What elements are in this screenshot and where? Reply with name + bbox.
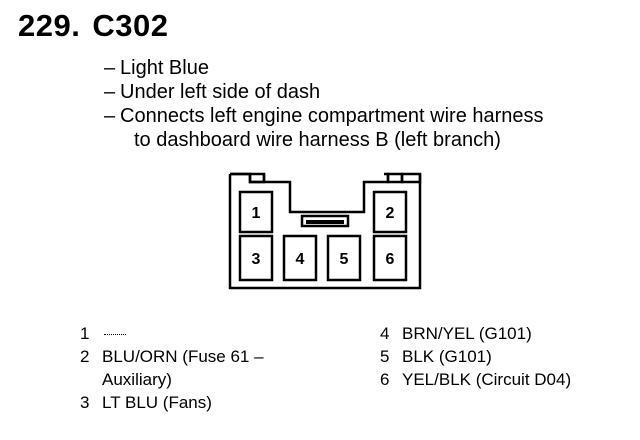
- cavity-4: [282, 234, 318, 282]
- pin-entry-6: 6 YEL/BLK (Circuit D04): [380, 368, 571, 391]
- cavity-2: [372, 190, 408, 234]
- pin-number: 2: [80, 347, 90, 366]
- cavity-label-2: 2: [386, 205, 395, 222]
- connector-housing-body: [228, 172, 422, 290]
- cavity-1: [238, 190, 274, 234]
- cavity-3: [238, 234, 274, 282]
- cavity-label-3: 3: [252, 251, 261, 268]
- pin-number: 1: [80, 324, 90, 343]
- pin-wire: BRN/YEL (G101): [402, 324, 532, 343]
- description-connects: –Connects left engine compartment wire h…: [104, 105, 544, 127]
- pin-entry-4: 4 BRN/YEL (G101): [380, 322, 571, 345]
- empty-cavity-mark: [104, 334, 126, 336]
- connector-description: –Light Blue –Under left side of dash –Co…: [104, 56, 544, 152]
- pin-number: 5: [380, 347, 390, 366]
- pin-wire: BLK (G101): [402, 347, 492, 366]
- cavity-5: [326, 234, 362, 282]
- description-location: –Under left side of dash: [104, 81, 321, 103]
- pin-list-left: 1 2 BLU/ORN (Fuse 61 – Auxiliary) 3 LT B…: [80, 322, 264, 414]
- pin-entry-3: 3 LT BLU (Fans): [80, 391, 264, 414]
- pin-number: 6: [380, 370, 390, 389]
- pin-entry-2: 2 BLU/ORN (Fuse 61 – Auxiliary): [80, 345, 264, 391]
- cavity-6: [372, 234, 408, 282]
- cavity-label-1: 1: [252, 205, 261, 222]
- cavity-label-5: 5: [340, 251, 349, 268]
- description-connects-continued: to dashboard wire harness B (left branch…: [134, 129, 501, 151]
- pin-list-right: 4 BRN/YEL (G101) 5 BLK (G101) 6 YEL/BLK …: [380, 322, 571, 391]
- cavity-label-4: 4: [296, 251, 305, 268]
- pin-wire: YEL/BLK (Circuit D04): [402, 370, 572, 389]
- connector-face-diagram: 1 2 3 4 5 6: [228, 172, 422, 290]
- pin-wire: BLU/ORN (Fuse 61 – Auxiliary): [102, 347, 264, 389]
- locking-tab-fill: [306, 220, 344, 224]
- cavity-label-6: 6: [386, 251, 395, 268]
- pin-number: 4: [380, 324, 390, 343]
- connector-id: C302: [92, 8, 169, 43]
- item-number: 229.: [18, 8, 81, 43]
- locking-tab: [300, 214, 350, 228]
- page-title: 229. C302: [18, 8, 168, 44]
- pin-entry-5: 5 BLK (G101): [380, 345, 571, 368]
- pin-entry-1: 1: [80, 322, 264, 345]
- pin-wire: LT BLU (Fans): [102, 393, 212, 412]
- pin-number: 3: [80, 393, 90, 412]
- description-color: –Light Blue: [104, 57, 209, 79]
- pin-wire: [102, 322, 264, 345]
